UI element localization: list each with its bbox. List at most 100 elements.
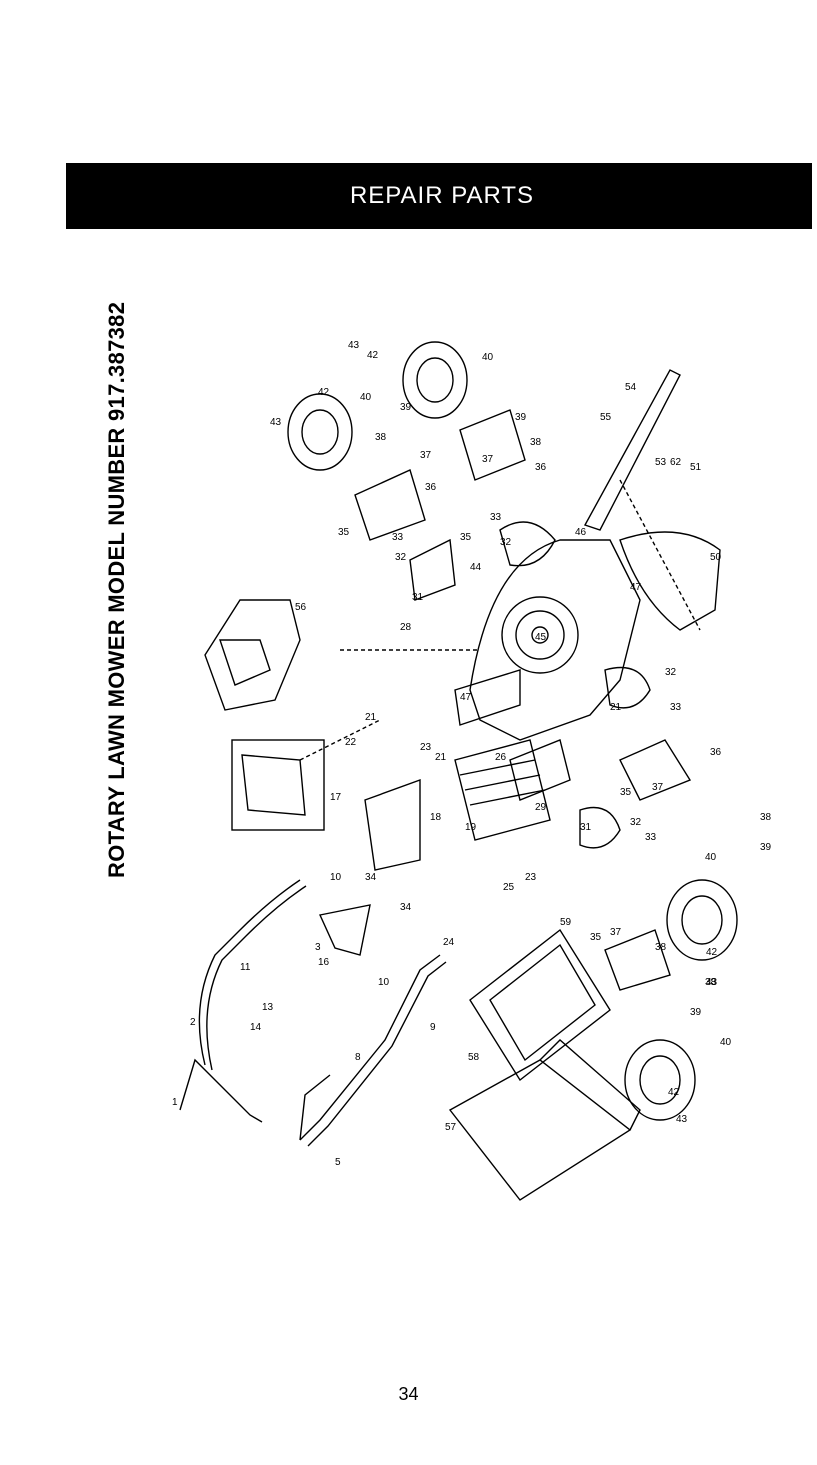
part-label: 38 xyxy=(705,977,717,988)
part-label: 57 xyxy=(445,1122,457,1133)
part-label: 38 xyxy=(375,432,387,443)
part-label: 43 xyxy=(270,417,282,428)
part-label: 34 xyxy=(365,872,377,883)
engine xyxy=(204,599,301,711)
part-label: 26 xyxy=(495,752,507,763)
part-label: 37 xyxy=(420,450,432,461)
part-label: 29 xyxy=(535,802,547,813)
part-label: 36 xyxy=(535,462,547,473)
part-label: 32 xyxy=(395,552,407,563)
part-label: 38 xyxy=(760,812,772,823)
part-label: 31 xyxy=(580,822,592,833)
part-label: 54 xyxy=(625,382,637,393)
lower-handle xyxy=(299,954,441,1141)
part-label: 43 xyxy=(348,340,360,351)
grass-bag xyxy=(448,1059,632,1201)
part-label: 24 xyxy=(443,937,455,948)
wheel-front-left xyxy=(287,393,353,471)
part-label: 62 xyxy=(670,457,682,468)
catcher-frame xyxy=(469,928,611,1082)
control-bar xyxy=(179,1058,263,1123)
part-label: 40 xyxy=(720,1037,732,1048)
part-label: 33 xyxy=(670,702,682,713)
mower-deck xyxy=(469,539,641,741)
part-label: 36 xyxy=(425,482,437,493)
part-label: 43 xyxy=(706,977,718,988)
part-label: 21 xyxy=(435,752,447,763)
rear-baffle xyxy=(454,739,551,841)
part-label: 38 xyxy=(530,437,542,448)
part-label: 8 xyxy=(355,1052,361,1063)
part-label: 2 xyxy=(190,1017,196,1028)
part-label: 42 xyxy=(706,947,718,958)
part-label: 35 xyxy=(460,532,472,543)
part-label: 38 xyxy=(655,942,667,953)
part-label: 14 xyxy=(250,1022,262,1033)
part-label: 9 xyxy=(430,1022,436,1033)
part-label: 39 xyxy=(760,842,772,853)
part-number-labels: 1 2 3 5 8 9 10 10 11 13 14 16 17 18 19 2… xyxy=(172,340,772,1168)
blade xyxy=(583,369,681,531)
wheel-rear-left xyxy=(666,879,738,961)
part-label: 47 xyxy=(460,692,472,703)
part-label: 10 xyxy=(330,872,342,883)
part-label: 23 xyxy=(420,742,432,753)
part-label: 21 xyxy=(365,712,377,723)
part-label: 21 xyxy=(610,702,622,713)
part-label: 46 xyxy=(575,527,587,538)
part-label: 35 xyxy=(620,787,632,798)
part-label: 59 xyxy=(560,917,572,928)
wheel-rear-right xyxy=(624,1039,696,1121)
repair-parts-banner: REPAIR PARTS xyxy=(66,163,812,229)
part-label: 51 xyxy=(690,462,702,473)
part-label: 35 xyxy=(590,932,602,943)
part-label: 1 xyxy=(172,1097,178,1108)
part-label: 42 xyxy=(668,1087,680,1098)
part-label: 32 xyxy=(500,537,512,548)
part-label: 22 xyxy=(345,737,357,748)
part-label: 40 xyxy=(360,392,372,403)
part-label: 33 xyxy=(645,832,657,843)
part-label: 5 xyxy=(335,1157,341,1168)
part-label: 13 xyxy=(262,1002,274,1013)
part-label: 37 xyxy=(610,927,622,938)
part-label: 32 xyxy=(665,667,677,678)
wheel-front-right xyxy=(402,341,468,419)
part-label: 25 xyxy=(503,882,515,893)
part-label: 36 xyxy=(710,747,722,758)
part-label: 50 xyxy=(710,552,722,563)
part-label: 37 xyxy=(482,454,494,465)
part-label: 40 xyxy=(482,352,494,363)
part-label: 42 xyxy=(318,387,330,398)
part-label: 31 xyxy=(412,592,424,603)
part-label: 32 xyxy=(630,817,642,828)
part-label: 34 xyxy=(400,902,412,913)
part-label: 45 xyxy=(535,632,547,643)
part-label: 42 xyxy=(367,350,379,361)
part-label: 16 xyxy=(318,957,330,968)
part-label: 55 xyxy=(600,412,612,423)
part-label: 33 xyxy=(490,512,502,523)
part-label: 3 xyxy=(315,942,321,953)
part-label: 40 xyxy=(705,852,717,863)
adjuster-plate xyxy=(409,538,456,601)
upper-handle xyxy=(198,879,301,1066)
control-panel-box xyxy=(231,739,325,831)
discharge-cover xyxy=(619,531,721,631)
part-label: 44 xyxy=(470,562,482,573)
part-label: 39 xyxy=(400,402,412,413)
part-label: 33 xyxy=(392,532,404,543)
height-adjuster xyxy=(509,739,571,801)
part-label: 58 xyxy=(468,1052,480,1063)
deflector xyxy=(318,904,371,956)
part-label: 53 xyxy=(655,457,667,468)
part-label: 23 xyxy=(525,872,537,883)
part-label: 35 xyxy=(338,527,350,538)
part-label: 39 xyxy=(515,412,527,423)
part-label: 43 xyxy=(676,1114,688,1125)
part-label: 56 xyxy=(295,602,307,613)
bracket xyxy=(454,669,521,726)
part-label: 19 xyxy=(465,822,477,833)
part-label: 18 xyxy=(430,812,442,823)
